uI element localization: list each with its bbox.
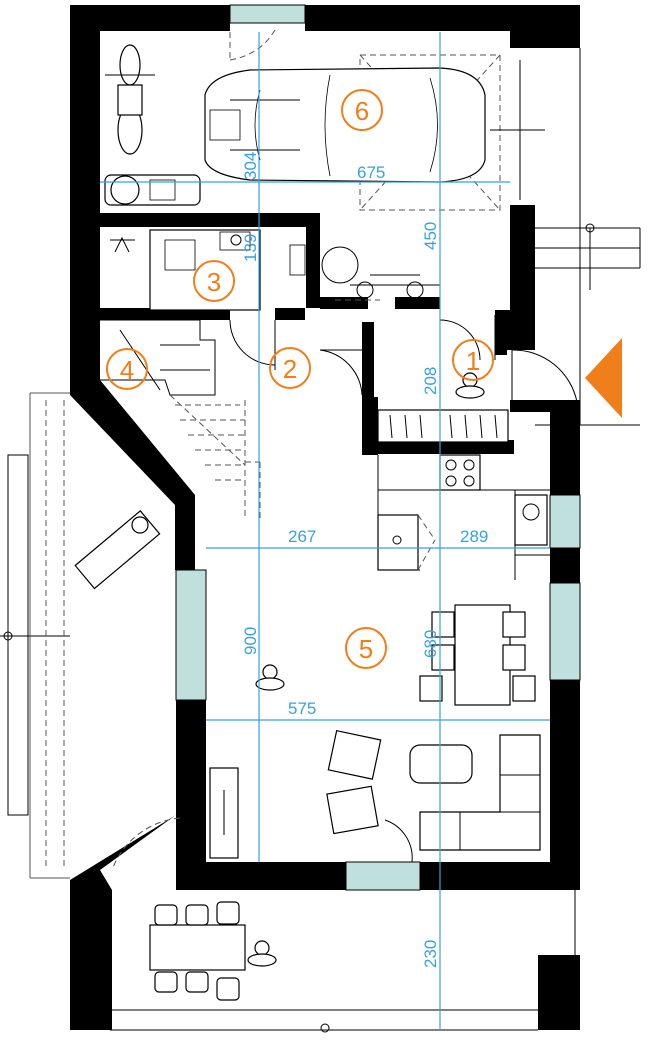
kitchen <box>377 454 550 580</box>
dimension-label-575: 575 <box>288 699 316 718</box>
window-living-left <box>175 569 207 701</box>
dimension-label-680: 680 <box>421 630 440 658</box>
boiler-icon <box>289 244 306 276</box>
dimension-label-304: 304 <box>241 152 260 180</box>
room-label-6: 6 <box>355 96 369 126</box>
dimension-labels: 304 675 139 450 208 267 289 900 680 575 … <box>241 152 488 968</box>
room-label-3: 3 <box>207 267 221 297</box>
person-icon <box>455 372 485 399</box>
bicycle-icon <box>321 246 440 299</box>
motorcycle-icon <box>105 44 155 155</box>
room-label-5: 5 <box>359 634 373 664</box>
terrace-bench <box>7 454 29 816</box>
room-marker-5: 5 <box>345 627 387 669</box>
room-markers: 6 3 4 2 1 5 <box>106 89 494 669</box>
room-marker-1: 1 <box>452 339 494 381</box>
dimension-label-208: 208 <box>421 367 440 395</box>
person-icon <box>255 664 285 691</box>
dimension-label-900: 900 <box>241 627 260 655</box>
room-marker-3: 3 <box>193 260 235 302</box>
hall-wardrobe <box>377 409 509 443</box>
room-label-1: 1 <box>466 346 480 376</box>
dimension-label-139: 139 <box>241 234 260 262</box>
dimension-label-675: 675 <box>357 163 385 182</box>
dimension-label-230: 230 <box>421 940 440 968</box>
dimension-label-450: 450 <box>421 222 440 250</box>
terrace-dining <box>110 890 576 1033</box>
doors <box>111 315 578 871</box>
room-marker-6: 6 <box>341 89 383 131</box>
entrance-steps <box>535 48 641 426</box>
sunbed-icon <box>74 510 161 590</box>
dimension-label-267: 267 <box>288 527 316 546</box>
windows <box>175 4 581 891</box>
stove-icon <box>439 454 481 491</box>
utility-room <box>110 229 440 311</box>
dining-table <box>419 604 536 706</box>
room-marker-4: 4 <box>106 348 148 390</box>
window-dining-right <box>549 582 581 681</box>
dimension-label-289: 289 <box>460 527 488 546</box>
room-label-2: 2 <box>283 354 297 384</box>
walls <box>70 5 580 1030</box>
car-icon <box>204 67 486 183</box>
dimension-lines <box>100 32 550 1030</box>
atv-icon <box>104 174 201 206</box>
room-marker-2: 2 <box>269 347 311 389</box>
garage <box>104 29 545 211</box>
window-living-bottom <box>345 861 421 891</box>
staircase <box>100 319 261 520</box>
living-furniture <box>209 729 541 859</box>
side-terrace <box>0 392 70 879</box>
person-icon <box>247 940 277 967</box>
window-garage-top <box>229 4 306 24</box>
people <box>74 372 485 967</box>
entrance-arrow-icon <box>585 338 622 418</box>
room-label-4: 4 <box>120 355 134 385</box>
window-kitchen-right <box>549 494 581 549</box>
